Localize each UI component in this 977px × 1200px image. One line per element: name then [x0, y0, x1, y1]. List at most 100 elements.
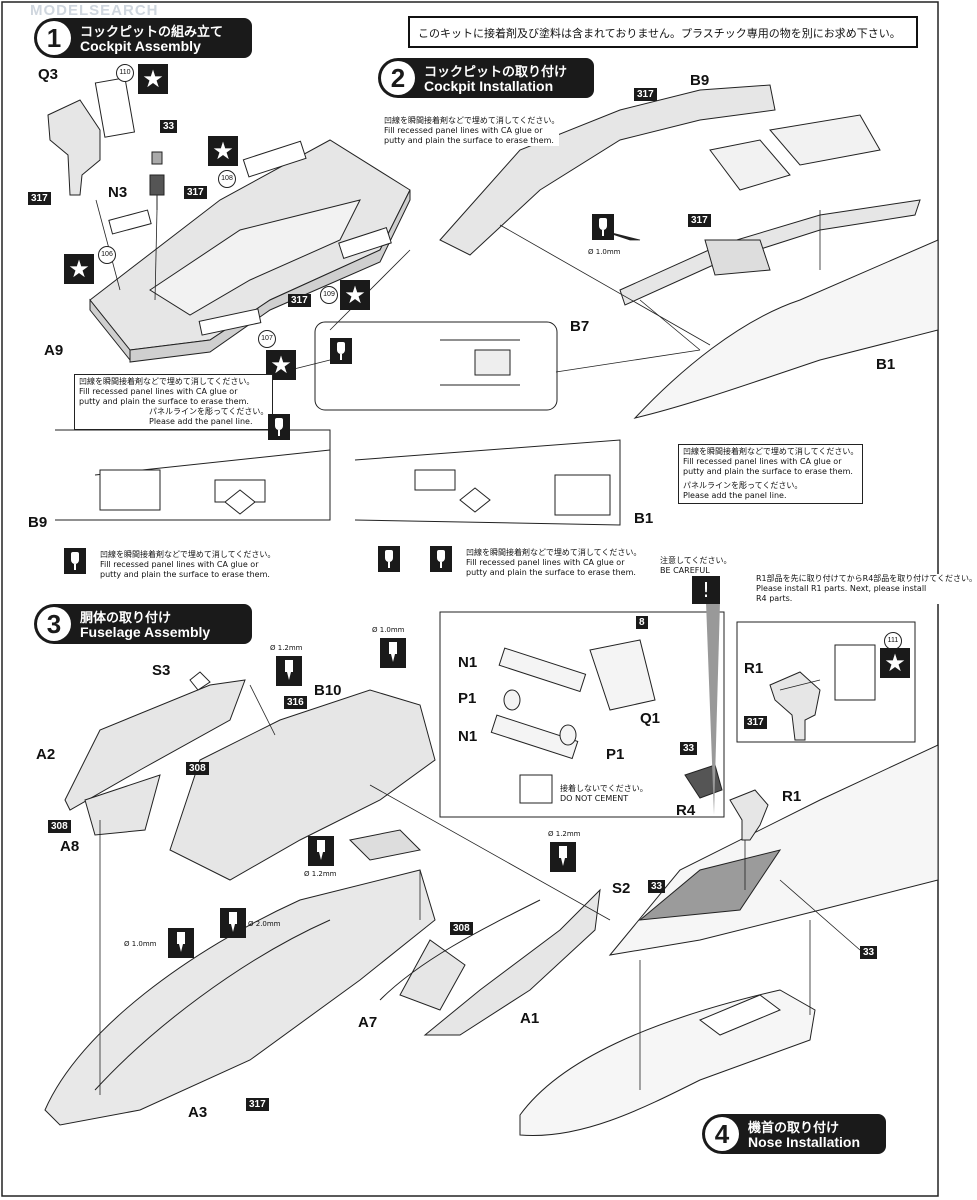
cement-tool-icon	[592, 214, 614, 240]
label-b9-side: B9	[28, 514, 48, 531]
part-a2-shape	[64, 679, 246, 811]
step-1-banner: 1 コックピットの組み立て Cockpit Assembly	[34, 18, 252, 58]
note-fill-panel-lines: 凹線を瞬間接着剤などで埋めて消してください。Fill recessed pane…	[466, 548, 642, 578]
label-a1: A1	[520, 1010, 540, 1027]
label-r1: R1	[782, 788, 802, 805]
note-do-not-cement: 接着しないでください。DO NOT CEMENT	[560, 784, 648, 804]
cement-tool-icon	[330, 338, 352, 364]
paint-317: 317	[744, 716, 767, 729]
drill-icon	[220, 908, 246, 938]
note-be-careful: 注意してください。BE CAREFUL	[660, 556, 732, 576]
label-s2: S2	[612, 880, 631, 897]
part-a1-shape	[423, 888, 601, 1036]
label-n1: N1	[458, 728, 478, 745]
paint-317: 317	[288, 294, 311, 307]
header-notice-box: このキットに接着剤及び塗料は含まれておりません。プラスチック専用の物を別にお求め…	[408, 16, 918, 48]
drill-icon	[308, 836, 334, 866]
paint-317: 317	[184, 186, 207, 199]
drill-diameter: Ø 1.2mm	[548, 830, 581, 838]
drill-diameter: Ø 1.0mm	[588, 248, 621, 256]
step-1-title-jp: コックピットの組み立て	[80, 25, 224, 40]
label-a2: A2	[36, 746, 56, 763]
label-a8: A8	[60, 838, 80, 855]
paint-317: 317	[688, 214, 711, 227]
part-b10-shape	[169, 689, 436, 881]
label-b10: B10	[314, 682, 342, 699]
paint-33: 33	[860, 946, 878, 959]
part-q3-shape	[47, 99, 101, 196]
step-2-title-en: Cockpit Installation	[424, 78, 554, 94]
label-a3: A3	[188, 1104, 208, 1121]
label-a7: A7	[358, 1014, 378, 1031]
step-3-banner: 3 胴体の取り付け Fuselage Assembly	[34, 604, 252, 644]
drill-diameter: Ø 1.0mm	[124, 940, 157, 948]
label-r4: R4	[676, 802, 696, 819]
label-b9-top: B9	[690, 72, 710, 89]
step-1-number: 1	[37, 21, 71, 55]
note-fill-panel-lines: 凹線を瞬間接着剤などで埋めて消してください。Fill recessed pane…	[678, 444, 864, 504]
step-1-title-en: Cockpit Assembly	[80, 38, 201, 54]
paint-33: 33	[160, 120, 178, 133]
assembly-artwork	[1, 1, 939, 1197]
note-r1-first: R1部品を先に取り付けてからR4部品を取り付けてください。Please inst…	[756, 574, 977, 604]
drill-icon	[168, 928, 194, 958]
scribe-tool-icon	[268, 414, 290, 440]
note-fill-panel-lines: 凹線を瞬間接着剤などで埋めて消してください。Fill recessed pane…	[100, 550, 276, 580]
drill-icon	[380, 638, 406, 668]
star-icon: ★	[208, 136, 238, 166]
star-icon: ★	[138, 64, 168, 94]
part-a8-shape	[84, 774, 161, 836]
decal-108: 108	[218, 170, 236, 188]
scribe-tool-icon	[378, 546, 400, 572]
part-b1-shape	[633, 239, 939, 419]
step-4-banner: 4 機首の取り付け Nose Installation	[702, 1114, 886, 1154]
label-n3: N3	[108, 184, 128, 201]
warning-icon: !	[692, 576, 720, 604]
decal-107: 107	[258, 330, 276, 348]
star-icon: ★	[64, 254, 94, 284]
part-b9-shape	[439, 84, 776, 256]
fuselage-side-b1	[354, 439, 621, 526]
drill-icon	[276, 656, 302, 686]
label-b1-side: B1	[634, 510, 654, 527]
drill-diameter: Ø 1.0mm	[372, 626, 405, 634]
paint-317: 317	[634, 88, 657, 101]
label-a9: A9	[44, 342, 64, 359]
paint-308: 308	[186, 762, 209, 775]
paint-317: 317	[246, 1098, 269, 1111]
label-r1-box: R1	[744, 660, 764, 677]
step-4-number: 4	[705, 1117, 739, 1151]
watermark: MODELSEARCH	[30, 2, 159, 19]
part-n3-shape	[149, 151, 165, 210]
decal-106: 106	[98, 246, 116, 264]
star-icon: ★	[880, 648, 910, 678]
decal-110: 110	[116, 64, 134, 82]
step-4-title-en: Nose Installation	[748, 1134, 861, 1150]
step-3-title-en: Fuselage Assembly	[80, 624, 211, 640]
star-icon: ★	[266, 350, 296, 380]
decal-109: 109	[320, 286, 338, 304]
header-notice-text: このキットに接着剤及び塗料は含まれておりません。プラスチック専用の物を別にお求め…	[418, 27, 901, 40]
star-icon: ★	[340, 280, 370, 310]
label-p1: P1	[606, 746, 625, 763]
step-4-title-jp: 機首の取り付け	[748, 1121, 840, 1136]
label-b7: B7	[570, 318, 590, 335]
paint-317: 317	[28, 192, 51, 205]
label-n1: N1	[458, 654, 478, 671]
step-3-number: 3	[37, 607, 71, 641]
drill-diameter: Ø 1.2mm	[270, 644, 303, 652]
paint-308: 308	[450, 922, 473, 935]
cement-tool-icon	[64, 548, 86, 574]
drill-diameter: Ø 1.2mm	[304, 870, 337, 878]
note-fill-panel-lines: 凹線を瞬間接着剤などで埋めて消してください。Fill recessed pane…	[74, 374, 274, 430]
note-fill-panel-lines: 凹線を瞬間接着剤などで埋めて消してください。Fill recessed pane…	[384, 116, 560, 146]
paint-316: 316	[284, 696, 307, 709]
part-a7-shape	[399, 939, 466, 1011]
step-3-title-jp: 胴体の取り付け	[80, 611, 172, 626]
label-q3: Q3	[38, 66, 59, 83]
part-b7-shape	[619, 199, 921, 306]
label-b1-top: B1	[876, 356, 896, 373]
drill-diameter: Ø 2.0mm	[248, 920, 281, 928]
label-q1: Q1	[640, 710, 661, 727]
